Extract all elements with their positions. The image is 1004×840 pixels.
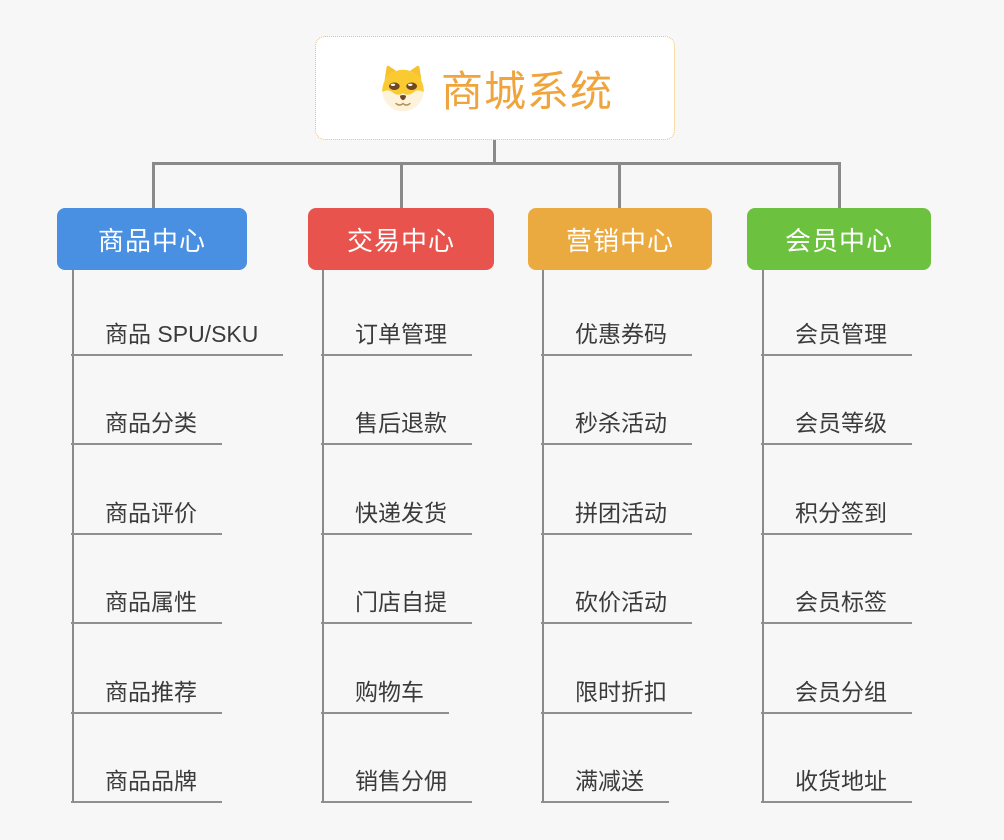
connector-root-trunk bbox=[493, 139, 496, 163]
leaf-item[interactable]: 商品属性 bbox=[71, 578, 222, 624]
leaf-item[interactable]: 砍价活动 bbox=[541, 578, 692, 624]
connector-horizontal-rail bbox=[152, 162, 841, 165]
leaf-item[interactable]: 商品推荐 bbox=[71, 668, 222, 714]
leaf-item[interactable]: 销售分佣 bbox=[321, 757, 472, 803]
leaf-item[interactable]: 会员等级 bbox=[761, 399, 912, 445]
leaf-item[interactable]: 收货地址 bbox=[761, 757, 912, 803]
connector-drop bbox=[400, 163, 403, 208]
leaf-item[interactable]: 订单管理 bbox=[321, 310, 472, 356]
leaf-item[interactable]: 秒杀活动 bbox=[541, 399, 692, 445]
branch-node-member-center[interactable]: 会员中心 bbox=[747, 208, 931, 270]
leaf-item[interactable]: 商品评价 bbox=[71, 489, 222, 535]
leaf-item[interactable]: 积分签到 bbox=[761, 489, 912, 535]
leaf-item[interactable]: 购物车 bbox=[321, 668, 449, 714]
leaf-item[interactable]: 商品分类 bbox=[71, 399, 222, 445]
connector-branch-trunk bbox=[322, 268, 324, 803]
leaf-item[interactable]: 会员管理 bbox=[761, 310, 912, 356]
branch-node-marketing-center[interactable]: 营销中心 bbox=[528, 208, 712, 270]
leaf-item[interactable]: 满减送 bbox=[541, 757, 669, 803]
connector-branch-trunk bbox=[542, 268, 544, 803]
connector-branch-trunk bbox=[72, 268, 74, 803]
connector-branch-trunk bbox=[762, 268, 764, 803]
leaf-item[interactable]: 快递发货 bbox=[321, 489, 472, 535]
leaf-item[interactable]: 门店自提 bbox=[321, 578, 472, 624]
branch-node-trade-center[interactable]: 交易中心 bbox=[308, 208, 494, 270]
leaf-item[interactable]: 商品 SPU/SKU bbox=[71, 310, 284, 356]
root-title: 商城系统 bbox=[440, 67, 613, 115]
shiba-dog-icon bbox=[382, 65, 424, 112]
connector-drop bbox=[838, 163, 841, 208]
connector-drop bbox=[152, 163, 155, 208]
leaf-item[interactable]: 拼团活动 bbox=[541, 489, 692, 535]
leaf-item[interactable]: 商品品牌 bbox=[71, 757, 222, 803]
leaf-item[interactable]: 会员分组 bbox=[761, 668, 912, 714]
leaf-item[interactable]: 限时折扣 bbox=[541, 668, 692, 714]
root-node[interactable]: 商城系统 bbox=[315, 36, 675, 140]
leaf-item[interactable]: 会员标签 bbox=[761, 578, 912, 624]
leaf-item[interactable]: 售后退款 bbox=[321, 399, 472, 445]
branch-node-product-center[interactable]: 商品中心 bbox=[57, 208, 247, 270]
connector-drop bbox=[618, 163, 621, 208]
leaf-item[interactable]: 优惠券码 bbox=[541, 310, 692, 356]
